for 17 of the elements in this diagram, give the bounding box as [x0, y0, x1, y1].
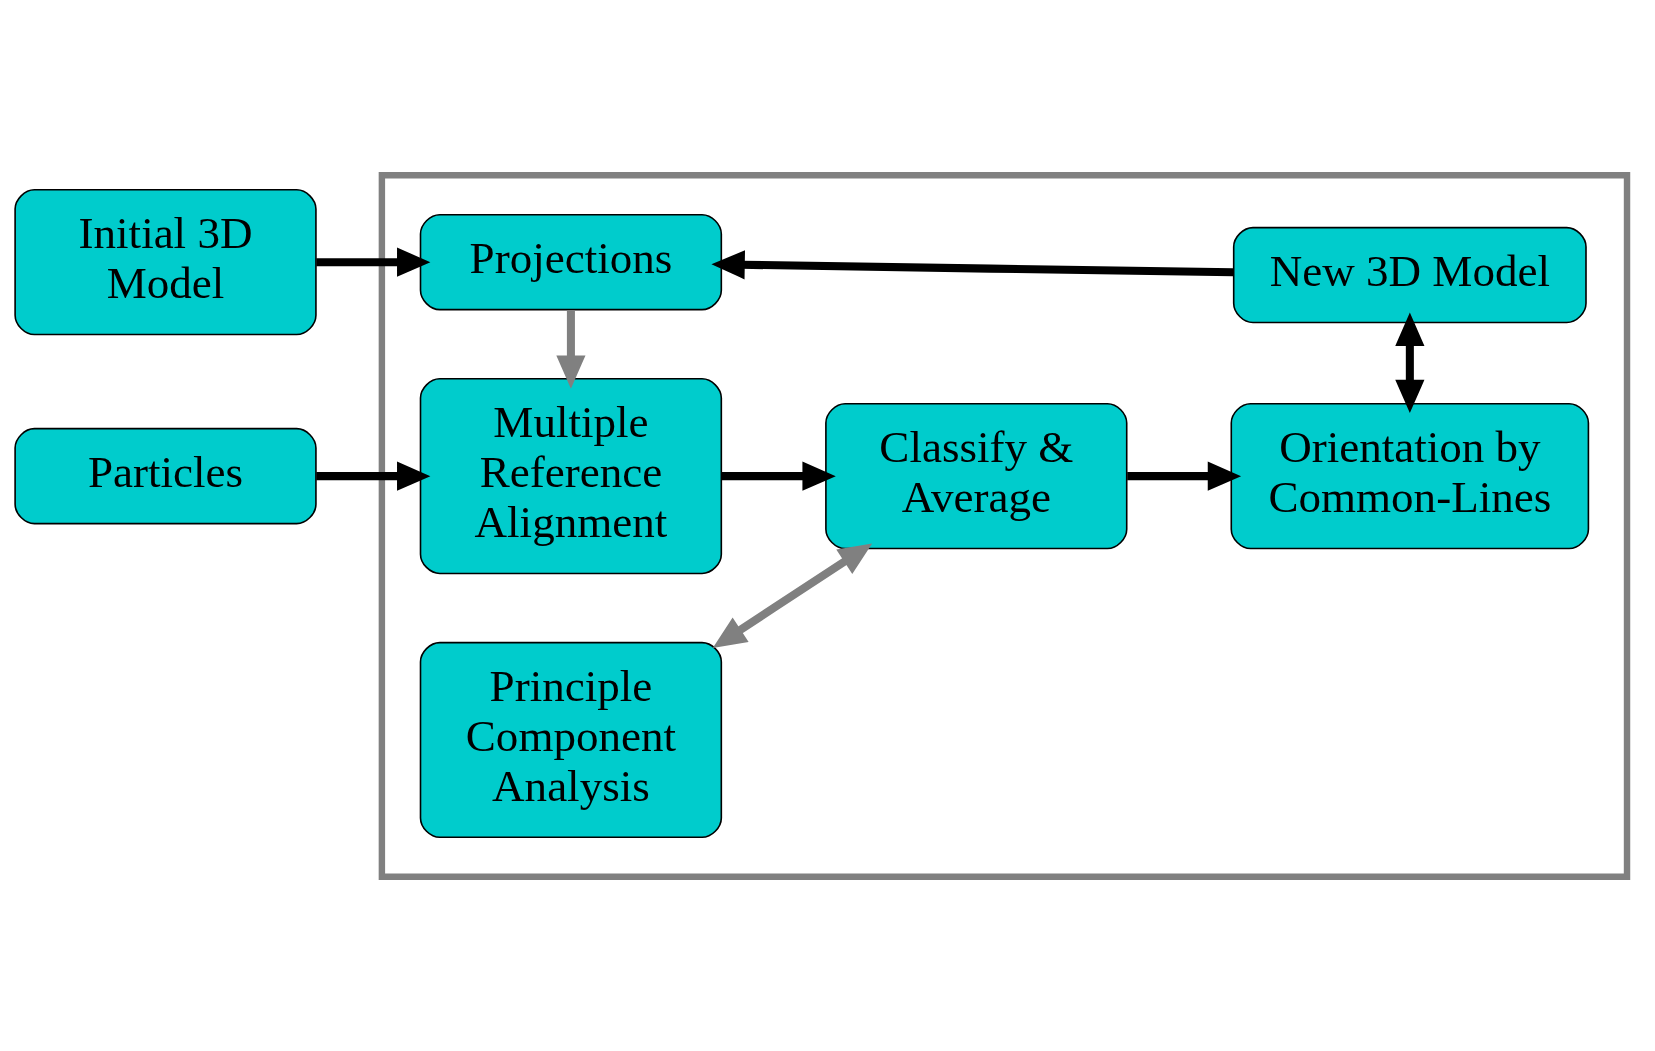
node-box: Principle Component Analysis [419, 641, 723, 838]
node-box: Projections [419, 213, 723, 310]
arrow [712, 542, 873, 648]
arrow [1395, 312, 1425, 413]
node-box: Particles [14, 427, 317, 524]
arrow [721, 461, 836, 491]
arrow [316, 247, 431, 277]
node-box: New 3D Model [1232, 226, 1587, 323]
node-box: Classify & Average [825, 402, 1128, 549]
node-box: Initial 3D Model [14, 188, 317, 335]
arrow [556, 309, 586, 389]
arrow [1127, 461, 1242, 491]
cluster [378, 171, 1631, 880]
arrow [316, 461, 431, 491]
node-box: Multiple Reference Alignment [419, 377, 723, 574]
arrow [711, 249, 1234, 279]
node-box: Orientation by Common-Lines [1230, 402, 1590, 549]
